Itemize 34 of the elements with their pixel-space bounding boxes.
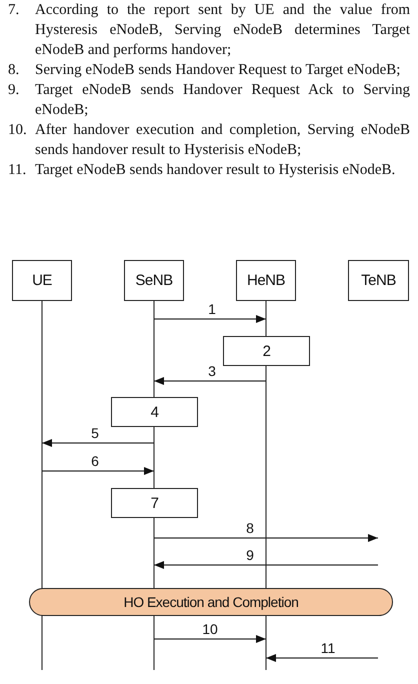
edge-label: 5: [90, 426, 100, 441]
process-box: 2: [223, 336, 310, 366]
process-box: 7: [111, 488, 198, 518]
list-item-text: After handover execution and completion, Serving eNodeB sends handover result to Hysterisis eNodeB;: [35, 121, 410, 160]
edge-label: 11: [320, 641, 336, 656]
message-arrow: [42, 439, 154, 447]
edge-label: 9: [245, 548, 255, 563]
participant-box: UE: [12, 260, 72, 301]
list-number: 11.: [7, 161, 28, 180]
message-arrow: [266, 654, 378, 662]
list-number: 8.: [7, 61, 20, 80]
participant-box: HeNB: [236, 260, 296, 301]
participant-box: TeNB: [348, 260, 409, 301]
list-number: 10.: [7, 121, 28, 140]
participant-box: SeNB: [124, 260, 184, 301]
list-item-text: Serving eNodeB sends Handover Request to Target eNodeB;: [35, 61, 402, 80]
list-item-text: Target eNodeB sends handover result to Hysterisis eNodeB.: [35, 161, 396, 180]
edge-label: 1: [207, 302, 217, 317]
message-arrow: [154, 534, 378, 542]
list-item-text: According to the report sent by UE and the value from Hysteresis eNodeB, Serving eNodeB determines Target eNodeB and performs handover;: [35, 1, 410, 60]
phase-band: HO Execution and Completion: [29, 588, 393, 616]
edge-label: 6: [90, 454, 100, 469]
process-box: 4: [111, 397, 198, 427]
message-arrow: [154, 635, 266, 643]
edge-label: 10: [201, 622, 219, 637]
list-item-text: Target eNodeB sends Handover Request Ack to Serving eNodeB;: [35, 81, 410, 120]
message-arrow: [154, 377, 266, 385]
message-arrow: [154, 561, 378, 569]
message-arrow: [154, 315, 266, 323]
edge-label: 8: [245, 521, 255, 536]
edge-label: 3: [207, 364, 217, 379]
list-number: 9.: [7, 81, 20, 100]
message-arrow: [42, 467, 154, 475]
list-number: 7.: [7, 1, 20, 20]
